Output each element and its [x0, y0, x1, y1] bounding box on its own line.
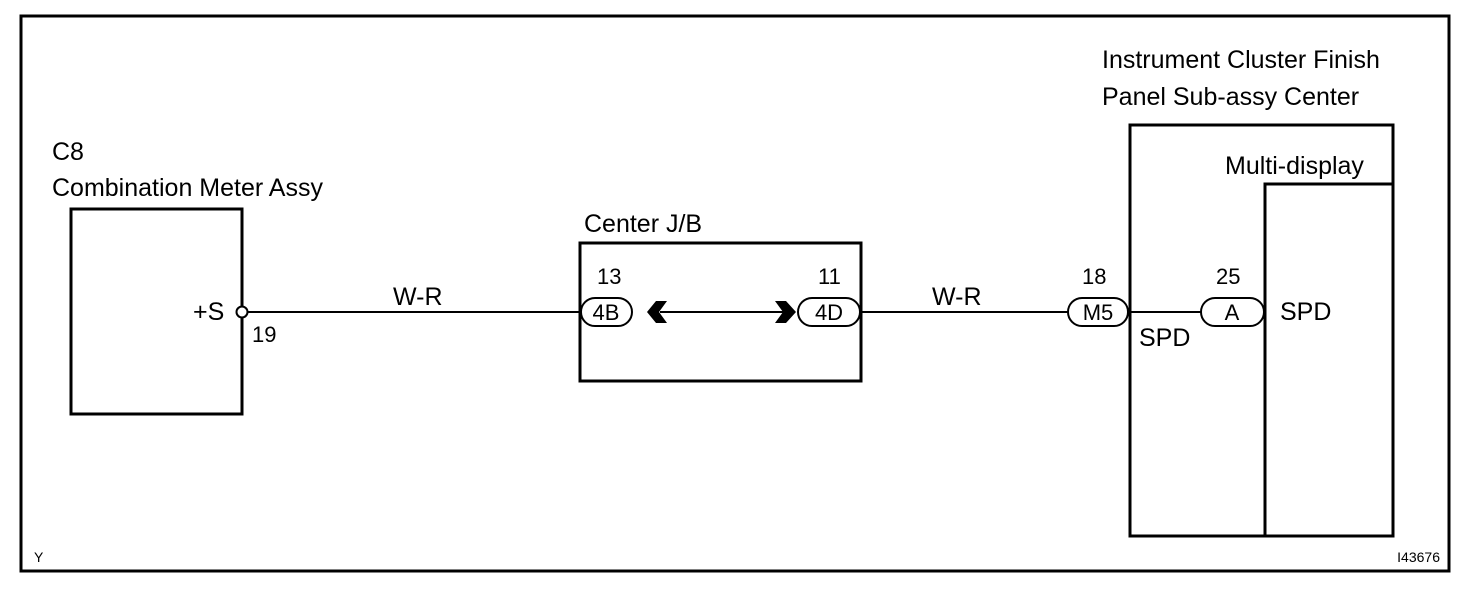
- meter-terminal-pin: 19: [252, 322, 276, 347]
- footer-left-code: Y: [34, 549, 44, 565]
- multi-display-name: Multi-display: [1225, 152, 1364, 180]
- multi-display-connector-pin: 25: [1216, 264, 1240, 289]
- meter-name: Combination Meter Assy: [52, 174, 323, 202]
- jb-right-connector-label: 4D: [815, 300, 843, 325]
- panel-name-line2: Panel Sub-assy Center: [1102, 83, 1359, 111]
- meter-terminal-circle: [235, 305, 249, 319]
- figure-id: I43676: [1397, 549, 1440, 565]
- meter-terminal-label: +S: [193, 298, 224, 326]
- multi-display-box: [1263, 182, 1395, 538]
- panel-connector-label: M5: [1083, 300, 1114, 325]
- wire-right-color: W-R: [932, 283, 982, 311]
- jb-name: Center J/B: [584, 210, 702, 238]
- jb-left-pin: 13: [597, 264, 621, 289]
- jb-left-arrow-icon: [647, 301, 667, 323]
- jb-left-connector: [580, 297, 633, 327]
- jb-left-connector-label: 4B: [593, 300, 620, 325]
- wire-left-color: W-R: [393, 283, 443, 311]
- combination-meter: C8 Combination Meter Assy +S 19: [52, 138, 323, 416]
- diagram-frame: [19, 14, 1451, 573]
- instrument-cluster-panel: Instrument Cluster Finish Panel Sub-assy…: [1067, 46, 1395, 538]
- multi-display-connector-label: A: [1225, 300, 1240, 325]
- multi-display-terminal-label: SPD: [1280, 298, 1331, 326]
- panel-name-line1: Instrument Cluster Finish: [1102, 46, 1380, 74]
- panel-terminal-label: SPD: [1139, 324, 1190, 352]
- meter-code: C8: [52, 138, 84, 166]
- jb-right-arrow-icon: [775, 301, 796, 323]
- jb-right-pin: 11: [818, 264, 841, 289]
- multi-display-connector: [1200, 297, 1265, 327]
- panel-connector-pin: 18: [1082, 264, 1106, 289]
- center-junction-block: Center J/B 13 4B 11 4D: [578, 210, 863, 383]
